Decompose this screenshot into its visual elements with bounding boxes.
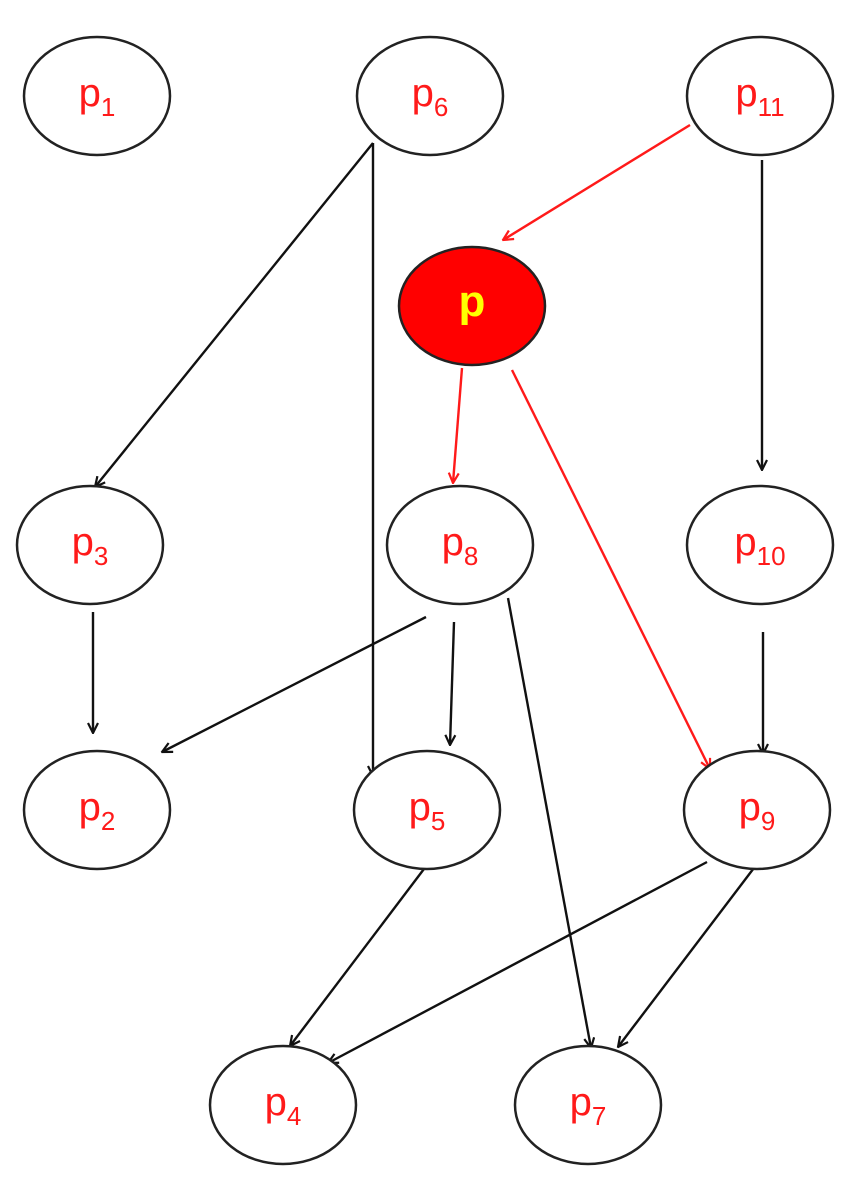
node-ellipse-p	[397, 245, 547, 367]
node-ellipse-p3	[15, 484, 165, 606]
node-label-subscript: 4	[287, 1101, 301, 1131]
node-label-subscript: 8	[464, 541, 478, 571]
node-label-subscript: 7	[592, 1101, 606, 1131]
node-label-base: p	[570, 1080, 592, 1124]
node-ellipse-p4	[208, 1044, 358, 1166]
edge-p-to-p8	[453, 367, 464, 483]
node-ellipse-p9	[682, 749, 832, 871]
edge-p8-to-p2	[162, 615, 427, 752]
node-ellipse-p10	[685, 484, 835, 606]
node-p9: p9	[682, 749, 832, 871]
node-label-base: p	[412, 71, 434, 115]
node-label-base: p	[265, 1080, 287, 1124]
node-label-base: p	[409, 785, 431, 829]
node-label-subscript: 9	[761, 806, 775, 836]
edges-layer	[93, 123, 763, 1063]
node-p1: p1	[22, 35, 172, 157]
node-label-p5: p5	[409, 785, 446, 836]
node-p11: p11	[685, 35, 835, 157]
node-label-subscript: 1	[101, 92, 115, 122]
node-label-base: p	[72, 520, 94, 564]
node-label-base: p	[442, 520, 464, 564]
node-label-p8: p8	[442, 520, 479, 571]
node-ellipse-p6	[355, 35, 505, 157]
node-ellipse-p11	[685, 35, 835, 157]
node-p3: p3	[15, 484, 165, 606]
node-label-p7: p7	[570, 1080, 607, 1131]
node-label-p9: p9	[739, 785, 776, 836]
edge-p6-to-p3	[95, 142, 374, 487]
node-ellipse-p8	[385, 484, 535, 606]
node-label-subscript: 6	[434, 92, 448, 122]
node-p5: p5	[352, 749, 502, 871]
node-p6: p6	[355, 35, 505, 157]
node-label-base: p	[739, 785, 761, 829]
node-label-p4: p4	[265, 1080, 302, 1131]
node-label-p6: p6	[412, 71, 449, 122]
node-label-p11: p11	[735, 71, 784, 122]
node-label-p10: p10	[734, 520, 785, 571]
node-ellipse-p7	[513, 1044, 663, 1166]
node-ellipse-p2	[22, 749, 172, 871]
node-p8: p8	[385, 484, 535, 606]
edge-p9-to-p4	[328, 860, 708, 1063]
edge-p5-to-p4	[290, 860, 431, 1046]
node-label-subscript: 11	[758, 92, 785, 122]
node-ellipse-p5	[352, 749, 502, 871]
node-label-base: p	[734, 520, 756, 564]
edge-p8-to-p5	[450, 621, 454, 745]
node-p2: p2	[22, 749, 172, 871]
node-label-base: p	[79, 71, 101, 115]
node-label-p1: p1	[79, 71, 116, 122]
node-label-base: p	[79, 785, 101, 829]
node-label-p2: p2	[79, 785, 116, 836]
node-label-subscript: 2	[101, 806, 115, 836]
node-p7: p7	[513, 1044, 663, 1166]
node-label-subscript: 5	[431, 806, 445, 836]
node-ellipse-p1	[22, 35, 172, 157]
node-p10: p10	[685, 484, 835, 606]
node-label-base: p	[459, 277, 486, 326]
node-label-base: p	[735, 71, 757, 115]
edge-p11-to-p	[503, 123, 691, 240]
node-label-p: p	[459, 277, 486, 326]
edge-p9-to-p7	[618, 859, 761, 1047]
node-p4: p4	[208, 1044, 358, 1166]
edge-p8-to-p7	[506, 597, 591, 1048]
node-p: p	[397, 245, 547, 367]
node-label-subscript: 10	[757, 541, 786, 571]
node-label-subscript: 3	[94, 541, 108, 571]
node-label-p3: p3	[72, 520, 109, 571]
edge-p-to-p9	[510, 369, 710, 769]
